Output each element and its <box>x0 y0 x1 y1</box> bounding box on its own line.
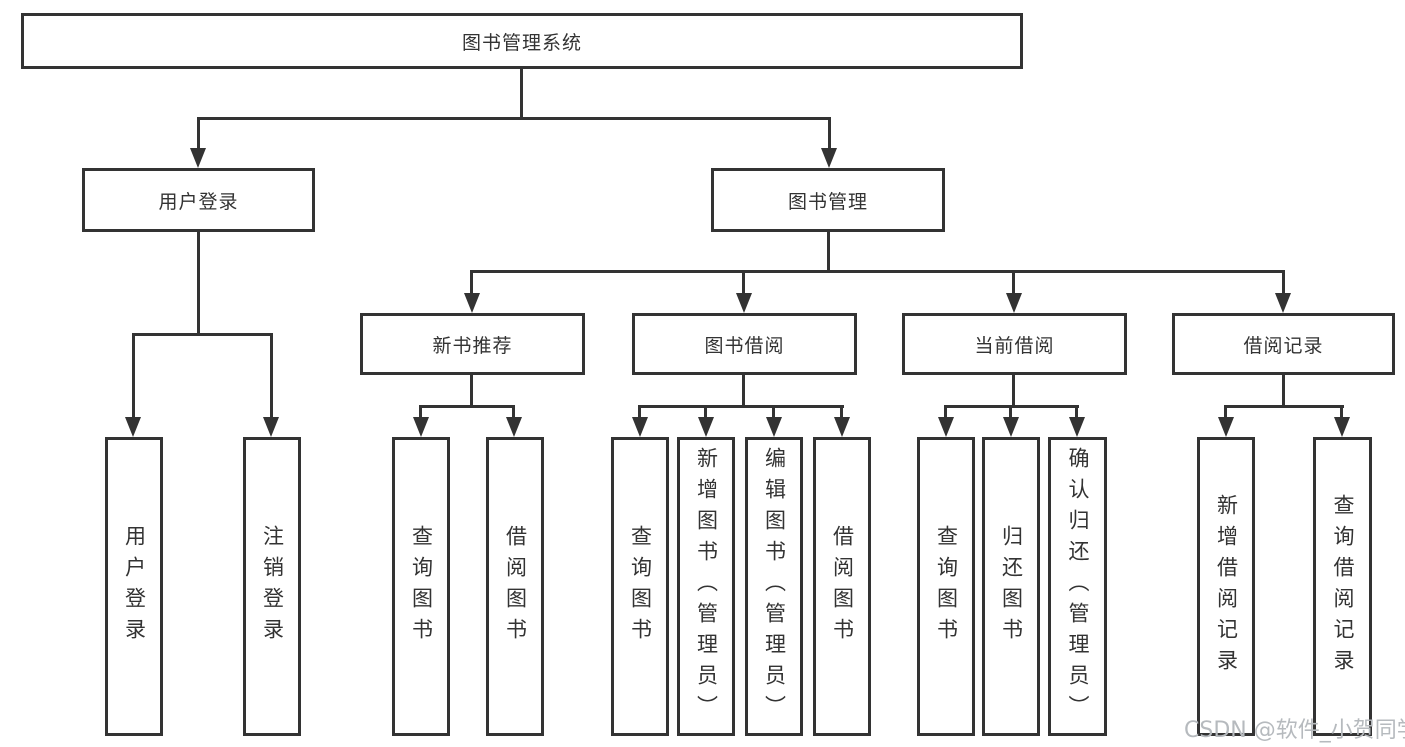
leaf-add-book-admin: 新增图书（管理员） <box>677 437 735 736</box>
connector-new-book-bar <box>419 405 515 408</box>
leaf-query-book-borrow: 查询图书 <box>611 437 669 736</box>
arrow-to-query-record <box>1334 417 1350 437</box>
leaf-query-book-recommend: 查询图书 <box>392 437 450 736</box>
connector-root-drop <box>520 69 523 119</box>
node-current-borrow-label: 当前借阅 <box>974 334 1055 357</box>
arrow-to-borrow-book <box>834 417 850 437</box>
connector-add-record-stem <box>1224 405 1227 419</box>
leaf-logout: 注销登录 <box>243 437 301 736</box>
node-root: 图书管理系统 <box>21 13 1023 69</box>
leaf-return-book: 归还图书 <box>982 437 1040 736</box>
connector-leaf-logout-stem <box>270 333 273 419</box>
arrow-to-query-current <box>938 417 954 437</box>
arrow-to-edit-book <box>766 417 782 437</box>
arrow-to-leaf-user-login <box>125 417 141 437</box>
connector-leaf-user-login-stem <box>132 333 135 419</box>
connector-query-recommend-stem <box>419 405 422 419</box>
connector-new-book-stem <box>470 270 473 295</box>
leaf-borrow-book-label: 借阅图书 <box>830 524 855 649</box>
connector-borrow-records-stem <box>1282 270 1285 295</box>
connector-user-login-bar <box>132 333 273 336</box>
leaf-add-book-admin-label: 新增图书（管理员） <box>694 447 719 726</box>
node-book-borrow: 图书借阅 <box>632 313 857 375</box>
arrow-to-leaf-logout <box>263 417 279 437</box>
connector-borrow-records-drop <box>1282 375 1285 408</box>
connector-borrow-recommend-stem <box>512 405 515 419</box>
leaf-add-borrow-record-label: 新增借阅记录 <box>1214 493 1239 680</box>
connector-confirm-return-stem <box>1075 405 1078 419</box>
leaf-user-login-label: 用户登录 <box>122 524 147 649</box>
connector-book-mgmt-drop <box>827 232 830 273</box>
leaf-add-borrow-record: 新增借阅记录 <box>1197 437 1255 736</box>
node-book-management-label: 图书管理 <box>787 190 868 213</box>
node-borrow-records-label: 借阅记录 <box>1243 334 1324 357</box>
leaf-borrow-book: 借阅图书 <box>813 437 871 736</box>
leaf-confirm-return-admin: 确认归还（管理员） <box>1048 437 1107 736</box>
node-new-book-recommend-label: 新书推荐 <box>432 334 513 357</box>
connector-book-borrow-stem <box>742 270 745 295</box>
node-root-label: 图书管理系统 <box>461 31 582 54</box>
arrow-to-add-record <box>1218 417 1234 437</box>
leaf-edit-book-admin-label: 编辑图书（管理员） <box>762 447 787 726</box>
connector-return-book-stem <box>1009 405 1012 419</box>
arrow-to-query-borrow <box>632 417 648 437</box>
arrow-to-user-login <box>190 148 206 168</box>
node-book-borrow-label: 图书借阅 <box>704 334 785 357</box>
leaf-query-book-recommend-label: 查询图书 <box>409 524 434 649</box>
leaf-user-login: 用户登录 <box>105 437 163 736</box>
node-new-book-recommend: 新书推荐 <box>360 313 585 375</box>
node-user-login: 用户登录 <box>82 168 315 232</box>
connector-query-borrow-stem <box>638 405 641 419</box>
leaf-query-book-borrow-label: 查询图书 <box>628 524 653 649</box>
arrow-to-book-borrow <box>736 293 752 313</box>
arrow-to-borrow-recommend <box>506 417 522 437</box>
leaf-return-book-label: 归还图书 <box>999 524 1024 649</box>
node-user-login-label: 用户登录 <box>158 190 239 213</box>
connector-level3-bar <box>470 270 1285 273</box>
arrow-to-borrow-records <box>1275 293 1291 313</box>
connector-add-book-stem <box>704 405 707 419</box>
node-borrow-records: 借阅记录 <box>1172 313 1395 375</box>
leaf-query-borrow-record-label: 查询借阅记录 <box>1331 493 1356 680</box>
arrow-to-book-mgmt <box>821 148 837 168</box>
leaf-query-book-current-label: 查询图书 <box>934 524 959 649</box>
leaf-query-borrow-record: 查询借阅记录 <box>1313 437 1372 736</box>
connector-borrow-book-stem <box>840 405 843 419</box>
connector-user-login-drop <box>197 232 200 336</box>
connector-book-mgmt-stem <box>828 117 831 151</box>
leaf-query-book-current: 查询图书 <box>917 437 975 736</box>
connector-new-book-drop <box>470 375 473 408</box>
leaf-logout-label: 注销登录 <box>260 524 285 649</box>
node-book-management: 图书管理 <box>711 168 945 232</box>
arrow-to-current-borrow <box>1006 293 1022 313</box>
connector-user-login-stem <box>197 117 200 151</box>
arrow-to-query-recommend <box>413 417 429 437</box>
connector-edit-book-stem <box>772 405 775 419</box>
connector-book-borrow-drop <box>742 375 745 408</box>
connector-query-current-stem <box>944 405 947 419</box>
leaf-borrow-book-recommend-label: 借阅图书 <box>503 524 528 649</box>
node-current-borrow: 当前借阅 <box>902 313 1127 375</box>
arrow-to-new-book <box>464 293 480 313</box>
leaf-confirm-return-admin-label: 确认归还（管理员） <box>1066 447 1091 726</box>
arrow-to-add-book <box>698 417 714 437</box>
leaf-borrow-book-recommend: 借阅图书 <box>486 437 544 736</box>
connector-query-record-stem <box>1340 405 1343 419</box>
arrow-to-return-book <box>1003 417 1019 437</box>
connector-level2-bar <box>197 117 831 120</box>
watermark: CSDN @软件_小贺同学 <box>1184 718 1405 743</box>
connector-current-borrow-drop <box>1012 375 1015 408</box>
connector-current-borrow-stem <box>1012 270 1015 295</box>
connector-book-borrow-bar <box>638 405 844 408</box>
connector-borrow-records-bar <box>1224 405 1344 408</box>
leaf-edit-book-admin: 编辑图书（管理员） <box>745 437 803 736</box>
arrow-to-confirm-return <box>1069 417 1085 437</box>
